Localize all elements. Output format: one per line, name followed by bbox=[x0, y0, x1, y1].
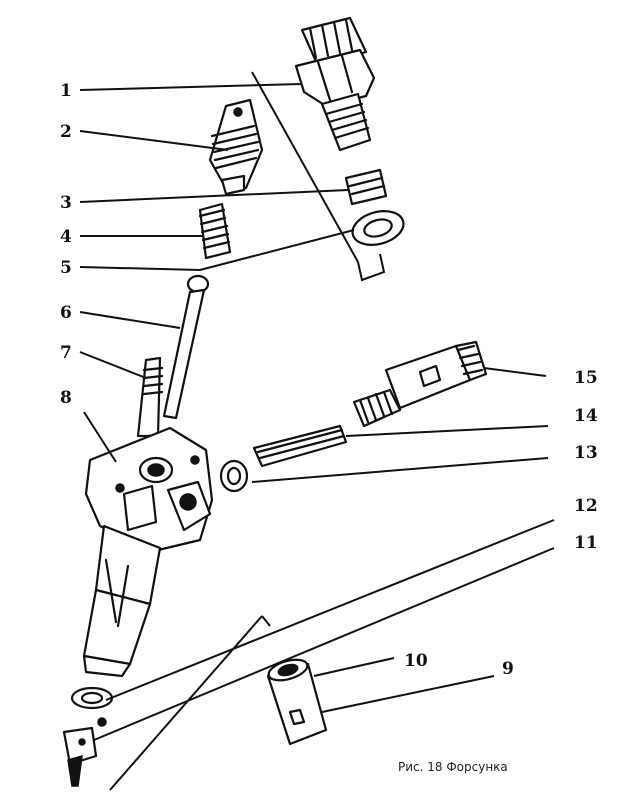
part-1-union-nut bbox=[294, 16, 376, 152]
axis-lines-bottom bbox=[109, 615, 271, 791]
callout-6: 6 bbox=[60, 303, 72, 323]
callout-11: 11 bbox=[574, 533, 598, 553]
part-7-stud bbox=[136, 356, 164, 438]
figure-caption: Рис. 18 Форсунка bbox=[398, 760, 508, 774]
callout-7: 7 bbox=[60, 343, 72, 363]
part-6-push-rod bbox=[162, 274, 210, 420]
callout-labels: 1 2 3 4 5 6 7 8 9 10 11 12 13 14 15 bbox=[60, 81, 598, 679]
part-8-injector-body bbox=[82, 426, 214, 678]
callout-10: 10 bbox=[404, 651, 428, 671]
part-10-nozzle-nut bbox=[266, 658, 328, 746]
callout-13: 13 bbox=[574, 443, 598, 463]
callout-8: 8 bbox=[60, 388, 72, 408]
part-nozzle-tip bbox=[62, 726, 98, 787]
part-2-spring-cap bbox=[208, 98, 264, 196]
callout-9: 9 bbox=[502, 659, 514, 679]
part-3-small-nut bbox=[344, 168, 388, 206]
callout-3: 3 bbox=[60, 193, 72, 213]
callout-4: 4 bbox=[60, 227, 72, 247]
part-4-spring bbox=[198, 202, 232, 260]
callout-15: 15 bbox=[574, 368, 598, 388]
callout-12: 12 bbox=[574, 496, 598, 516]
part-15-inlet-fitting bbox=[352, 340, 488, 428]
part-5-washer bbox=[351, 210, 405, 246]
callout-1: 1 bbox=[60, 81, 72, 101]
callout-2: 2 bbox=[60, 122, 72, 142]
callout-5: 5 bbox=[60, 258, 72, 278]
part-12-sealing-washer bbox=[70, 686, 114, 710]
part-14-filter-rod bbox=[252, 424, 348, 468]
part-1-axis-lines bbox=[251, 71, 386, 282]
callout-14: 14 bbox=[574, 406, 598, 426]
part-11-ball bbox=[97, 717, 107, 727]
leader-lines bbox=[79, 83, 555, 741]
part-13-ring bbox=[219, 459, 249, 493]
